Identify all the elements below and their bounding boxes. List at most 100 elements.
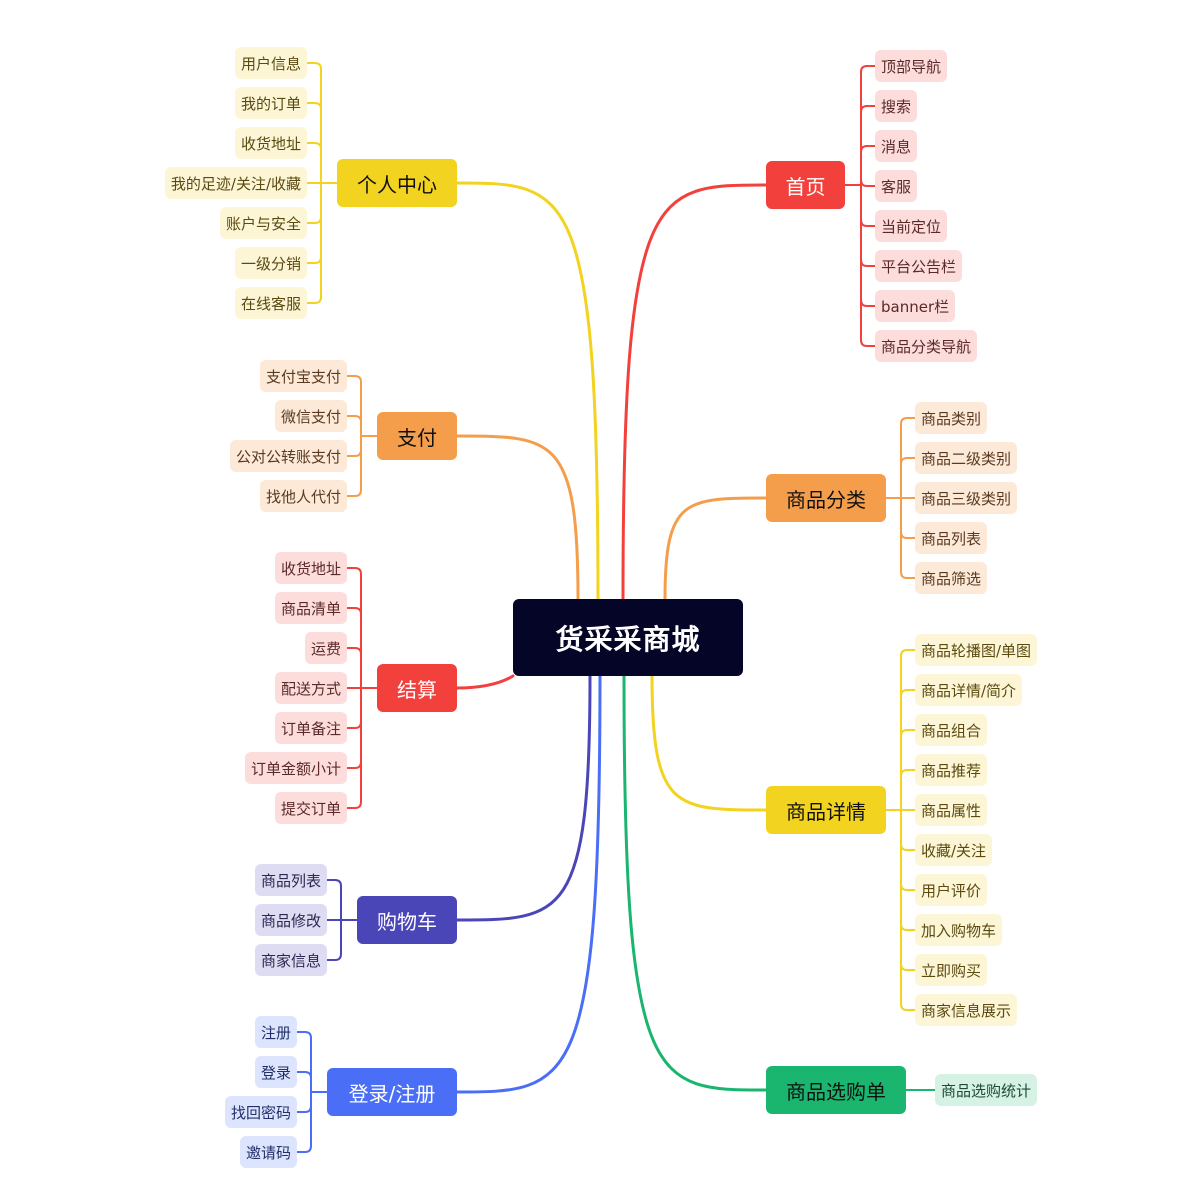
bracket-profile xyxy=(306,182,322,224)
leaf-detail[interactable]: 商品属性 xyxy=(915,794,988,826)
leaf-home[interactable]: 搜索 xyxy=(875,90,918,122)
leaf-checkout[interactable]: 提交订单 xyxy=(274,792,347,824)
bracket-login xyxy=(296,1091,312,1153)
leaf-cart[interactable]: 商品列表 xyxy=(254,864,327,896)
leaf-cart[interactable]: 商家信息 xyxy=(254,944,327,976)
leaf-detail[interactable]: 商品轮播图/单图 xyxy=(915,634,1038,666)
connector-checkout xyxy=(455,674,515,690)
connector-category xyxy=(663,496,768,601)
leaf-profile[interactable]: 用户信息 xyxy=(234,47,307,79)
bracket-checkout xyxy=(346,687,362,729)
bracket-checkout xyxy=(346,647,362,689)
leaf-login[interactable]: 找回密码 xyxy=(224,1096,297,1128)
bracket-home xyxy=(860,65,876,186)
leaf-detail[interactable]: 商品组合 xyxy=(915,714,988,746)
bracket-category xyxy=(900,457,916,499)
leaf-login[interactable]: 邀请码 xyxy=(239,1136,297,1168)
leaf-checkout[interactable]: 配送方式 xyxy=(274,672,347,704)
branch-cart[interactable]: 购物车 xyxy=(357,896,457,944)
bracket-category xyxy=(900,497,916,579)
branch-profile[interactable]: 个人中心 xyxy=(337,159,457,207)
bracket-home xyxy=(860,184,876,347)
leaf-detail[interactable]: 加入购物车 xyxy=(915,914,1003,946)
bracket-detail xyxy=(900,809,916,1011)
leaf-cart[interactable]: 商品修改 xyxy=(254,904,327,936)
leaf-category[interactable]: 商品筛选 xyxy=(915,562,988,594)
bracket-login xyxy=(296,1031,312,1093)
branch-checkout[interactable]: 结算 xyxy=(377,664,457,712)
branch-login[interactable]: 登录/注册 xyxy=(327,1068,457,1116)
branch-detail[interactable]: 商品详情 xyxy=(766,786,886,834)
leaf-checkout[interactable]: 订单金额小计 xyxy=(244,752,347,784)
leaf-home[interactable]: 客服 xyxy=(875,170,918,202)
bracket-home xyxy=(860,145,876,186)
leaf-home[interactable]: 商品分类导航 xyxy=(875,330,978,362)
leaf-payment[interactable]: 公对公转账支付 xyxy=(229,440,347,472)
leaf-detail[interactable]: 收藏/关注 xyxy=(915,834,993,866)
leaf-login[interactable]: 登录 xyxy=(254,1056,297,1088)
bracket-payment xyxy=(346,375,362,437)
leaf-checkout[interactable]: 商品清单 xyxy=(274,592,347,624)
leaf-checkout[interactable]: 收货地址 xyxy=(274,552,347,584)
connector-profile xyxy=(455,181,600,601)
bracket-profile xyxy=(306,102,322,184)
bracket-detail xyxy=(900,729,916,811)
leaf-checkout[interactable]: 订单备注 xyxy=(274,712,347,744)
bracket-login xyxy=(296,1091,312,1113)
leaf-home[interactable]: 顶部导航 xyxy=(875,50,948,82)
connector-selection xyxy=(622,674,768,1092)
leaf-category[interactable]: 商品列表 xyxy=(915,522,988,554)
branch-home[interactable]: 首页 xyxy=(766,161,845,209)
leaf-home[interactable]: 消息 xyxy=(875,130,918,162)
bracket-login xyxy=(296,1071,312,1093)
leaf-detail[interactable]: 商品详情/简介 xyxy=(915,674,1023,706)
leaf-home[interactable]: 当前定位 xyxy=(875,210,948,242)
bracket-payment xyxy=(346,435,362,497)
leaf-profile[interactable]: 一级分销 xyxy=(234,247,307,279)
leaf-home[interactable]: banner栏 xyxy=(875,290,956,322)
connector-detail xyxy=(650,674,768,812)
leaf-detail[interactable]: 用户评价 xyxy=(915,874,988,906)
leaf-profile[interactable]: 收货地址 xyxy=(234,127,307,159)
leaf-category[interactable]: 商品三级类别 xyxy=(915,482,1018,514)
bracket-detail xyxy=(900,809,916,931)
bracket-category xyxy=(900,417,916,499)
leaf-detail[interactable]: 立即购买 xyxy=(915,954,988,986)
leaf-detail[interactable]: 商品推荐 xyxy=(915,754,988,786)
bracket-checkout xyxy=(346,607,362,689)
leaf-detail[interactable]: 商家信息展示 xyxy=(915,994,1018,1026)
leaf-login[interactable]: 注册 xyxy=(254,1016,297,1048)
bracket-detail xyxy=(900,809,916,851)
bracket-cart xyxy=(326,919,342,961)
bracket-home xyxy=(860,179,876,187)
bracket-cart xyxy=(326,879,342,921)
bracket-checkout xyxy=(346,687,362,809)
leaf-home[interactable]: 平台公告栏 xyxy=(875,250,963,282)
bracket-profile xyxy=(306,62,322,184)
leaf-category[interactable]: 商品类别 xyxy=(915,402,988,434)
branch-category[interactable]: 商品分类 xyxy=(766,474,886,522)
bracket-payment xyxy=(346,415,362,437)
bracket-checkout xyxy=(346,567,362,689)
root-node[interactable]: 货采采商城 xyxy=(513,599,743,676)
connector-home xyxy=(621,183,768,601)
leaf-profile[interactable]: 在线客服 xyxy=(234,287,307,319)
bracket-detail xyxy=(900,769,916,811)
branch-payment[interactable]: 支付 xyxy=(377,412,457,460)
leaf-profile[interactable]: 我的订单 xyxy=(234,87,307,119)
bracket-detail xyxy=(900,649,916,811)
connector-cart xyxy=(455,674,592,922)
leaf-profile[interactable]: 账户与安全 xyxy=(219,207,307,239)
leaf-payment[interactable]: 支付宝支付 xyxy=(259,360,347,392)
leaf-checkout[interactable]: 运费 xyxy=(304,632,347,664)
branch-selection[interactable]: 商品选购单 xyxy=(766,1066,906,1114)
leaf-payment[interactable]: 微信支付 xyxy=(274,400,347,432)
bracket-home xyxy=(860,105,876,186)
leaf-payment[interactable]: 找他人代付 xyxy=(259,480,347,512)
bracket-payment xyxy=(346,435,362,457)
leaf-category[interactable]: 商品二级类别 xyxy=(915,442,1018,474)
leaf-selection[interactable]: 商品选购统计 xyxy=(935,1074,1038,1106)
leaf-profile[interactable]: 我的足迹/关注/收藏 xyxy=(164,167,307,199)
